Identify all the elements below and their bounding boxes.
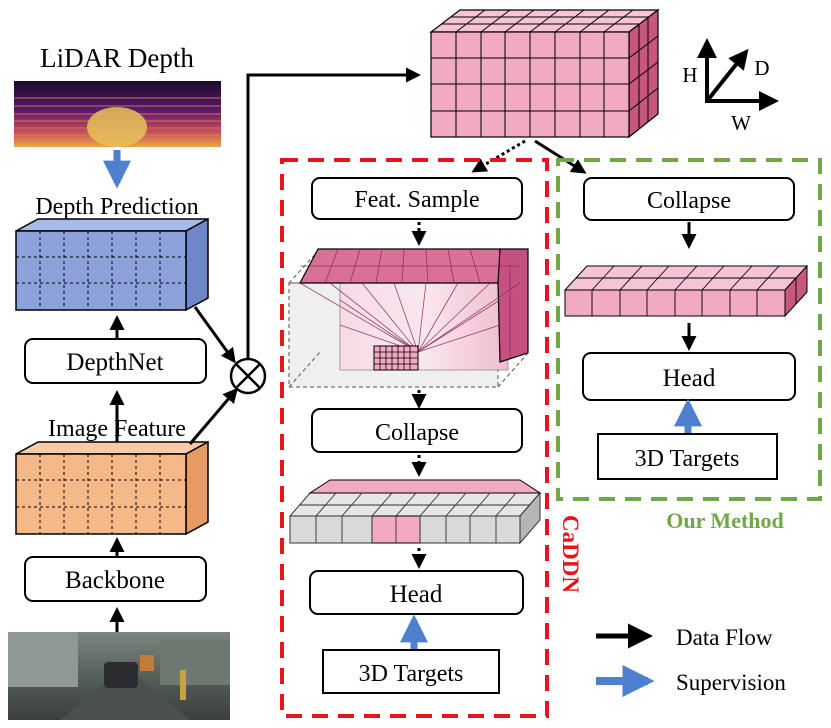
head-box-caddn: Head: [309, 570, 524, 615]
caddn-label: CaDDN: [558, 515, 583, 593]
targets-box-caddn: 3D Targets: [322, 649, 500, 694]
axis-w-label: W: [731, 111, 751, 135]
voxel-volume: [429, 8, 660, 139]
legend: Data Flow Supervision: [596, 623, 786, 697]
targets-ours-label: 3D Targets: [635, 446, 740, 472]
feat-sample-box: Feat. Sample: [311, 177, 523, 220]
depth-prediction-tensor: [15, 217, 209, 312]
axis-indicator: H D W: [682, 38, 779, 135]
depthnet-box: DepthNet: [24, 338, 207, 384]
feat-sample-label: Feat. Sample: [354, 187, 479, 213]
depth-prediction-label: Depth Prediction: [35, 194, 198, 220]
collapse-ours-label: Collapse: [647, 188, 731, 214]
our-method-label: Our Method: [666, 508, 784, 533]
head-ours-label: Head: [663, 365, 716, 392]
axis-h-label: H: [682, 63, 697, 87]
caddn-frame: [280, 158, 549, 718]
backbone-label: Backbone: [65, 567, 165, 594]
legend-data-flow: Data Flow: [676, 625, 773, 650]
axis-d-label: D: [754, 56, 769, 80]
image-feature-tensor: [15, 440, 209, 536]
bev-feature-caddn: [288, 479, 542, 545]
legend-supervision: Supervision: [676, 670, 786, 695]
frustum-sampling-volume: [287, 248, 530, 388]
head-caddn-label: Head: [390, 581, 443, 608]
depthnet-label: DepthNet: [66, 349, 163, 376]
backbone-box: Backbone: [24, 556, 207, 602]
collapse-caddn-label: Collapse: [375, 420, 459, 446]
our-method-frame: [556, 158, 822, 501]
targets-box-ours: 3D Targets: [597, 433, 778, 480]
lidar-depth-image: [14, 81, 221, 147]
lidar-depth-label: LiDAR Depth: [40, 43, 194, 73]
street-image: [8, 632, 230, 720]
collapse-box-ours: Collapse: [583, 177, 795, 221]
circled-times-icon: [229, 357, 267, 395]
head-box-ours: Head: [582, 352, 796, 401]
collapse-box-caddn: Collapse: [311, 408, 523, 453]
targets-caddn-label: 3D Targets: [359, 661, 464, 687]
bev-feature-ours: [563, 264, 809, 318]
